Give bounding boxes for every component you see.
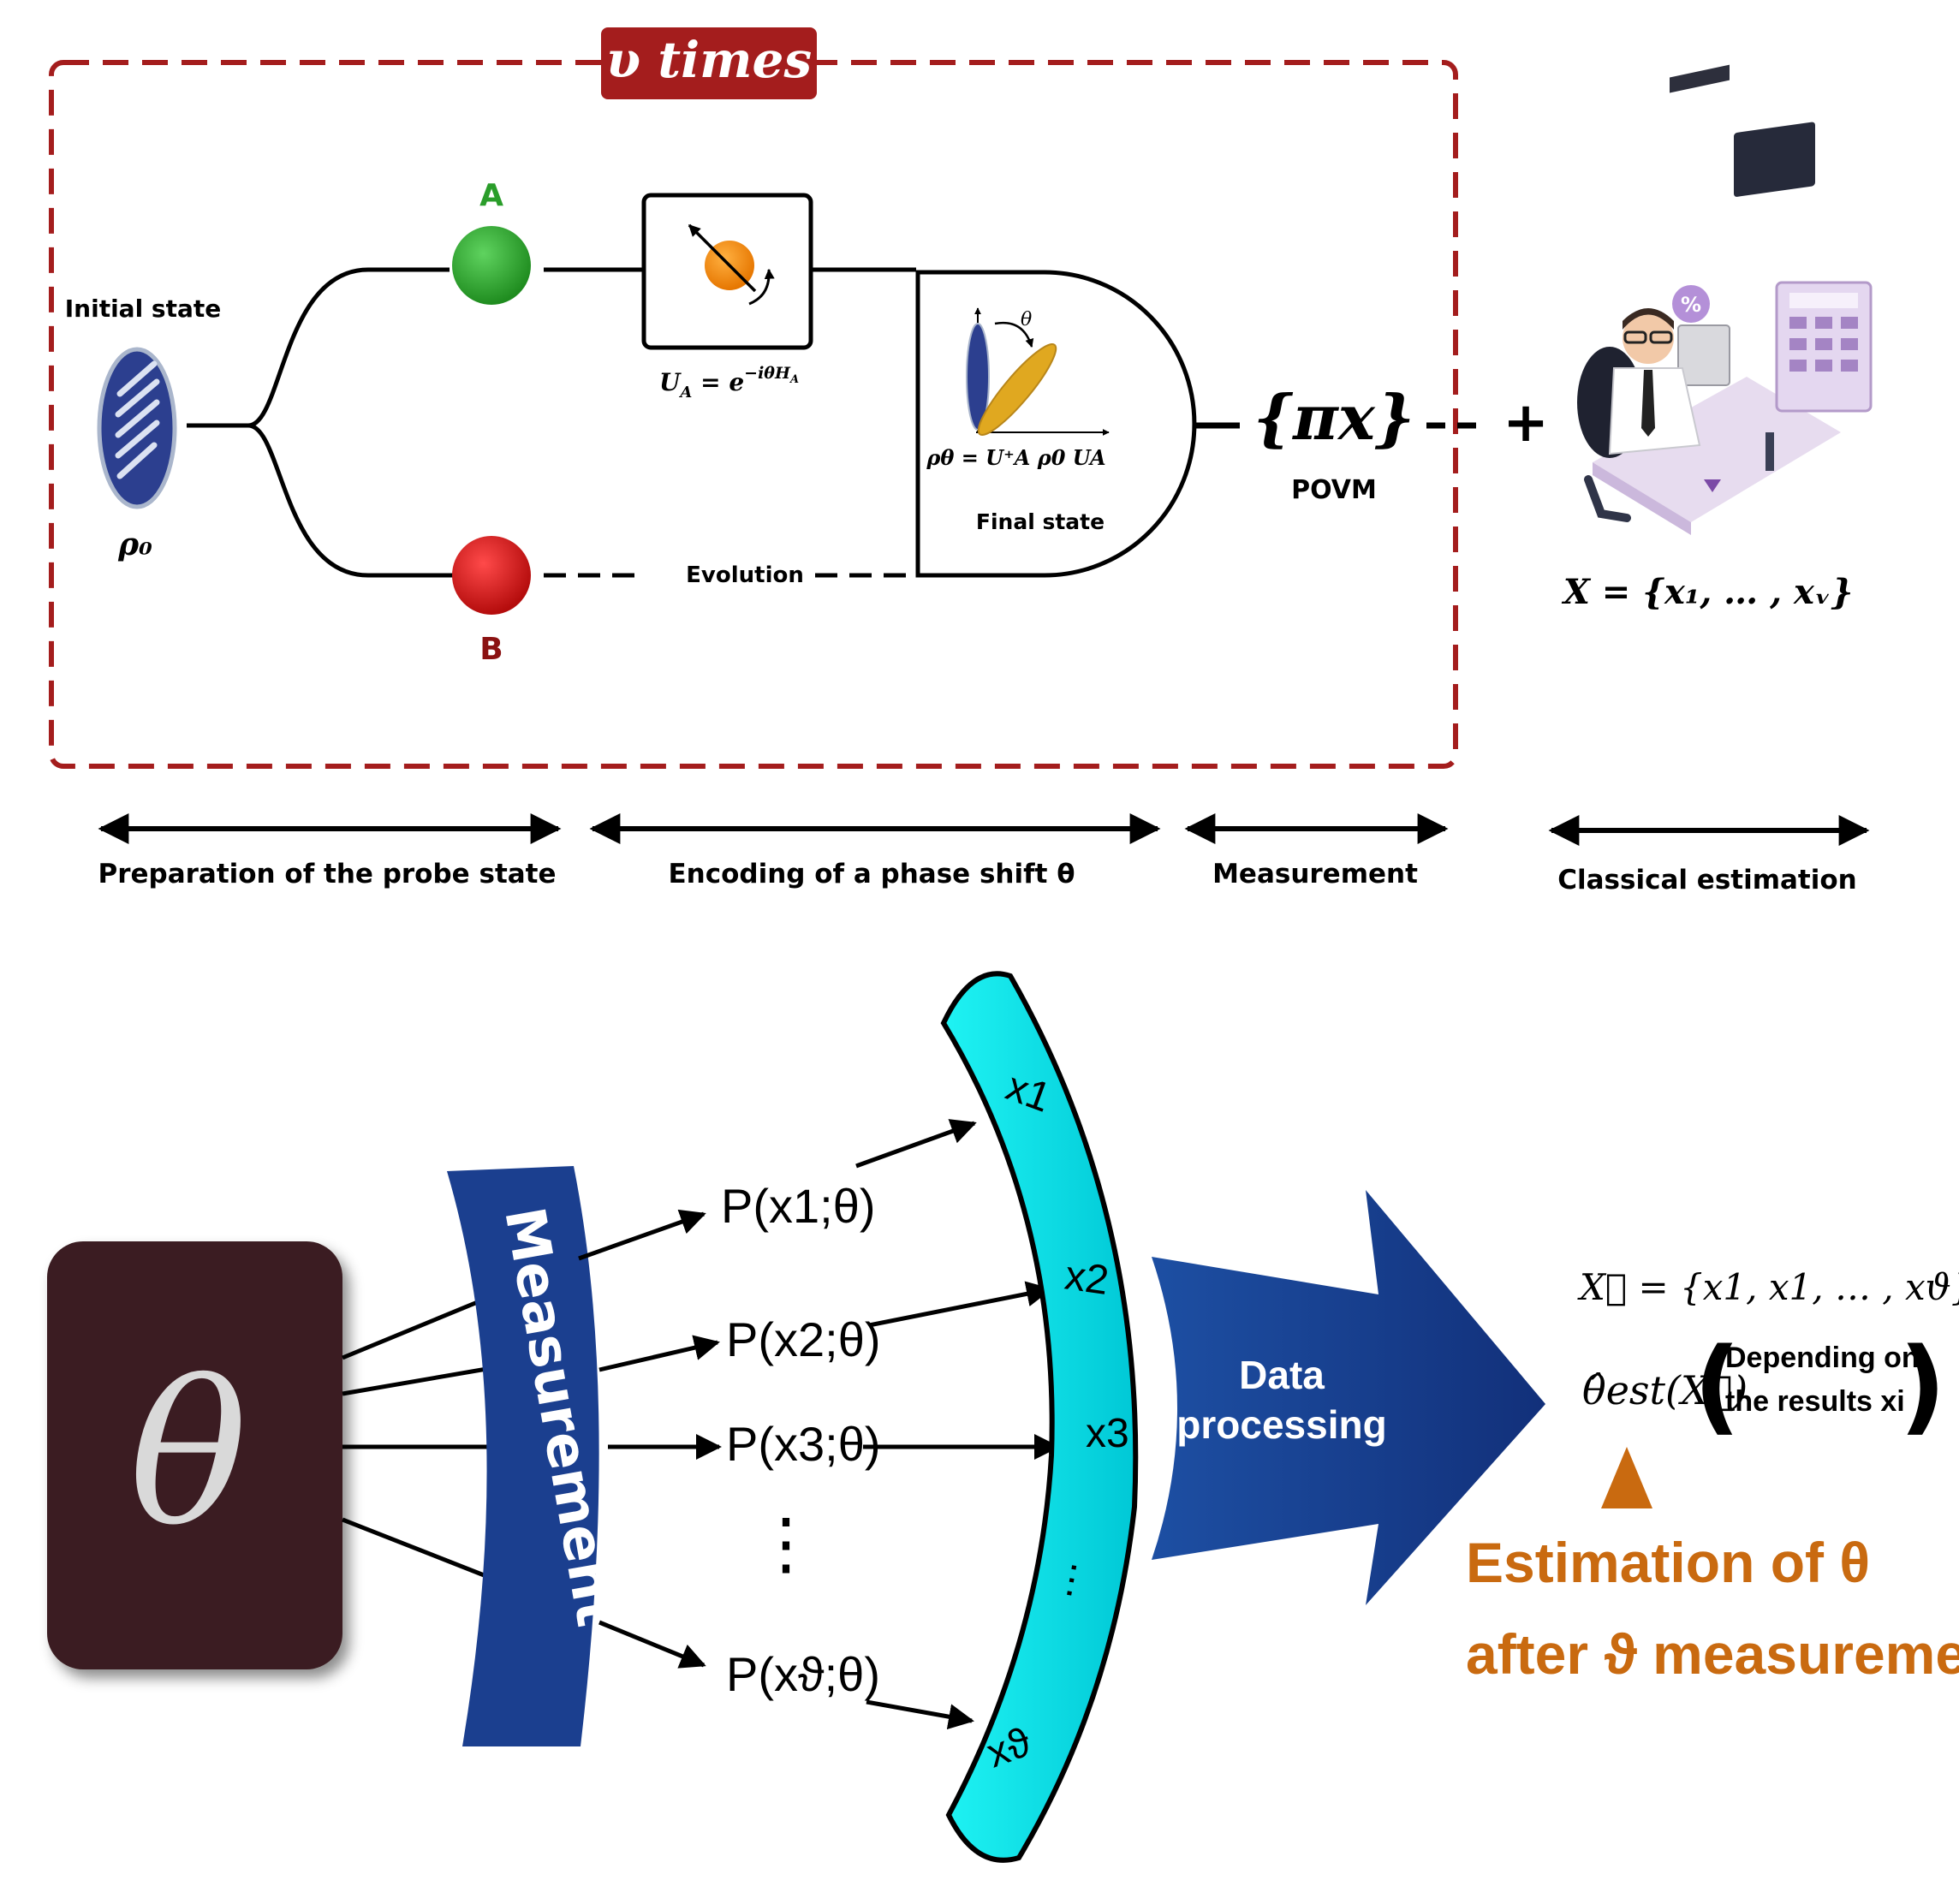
results-vector: X⃗ = {x1, x1, … , xϑ} bbox=[1577, 1266, 1959, 1308]
rotated-state-ellipse bbox=[977, 343, 1057, 436]
stage-labels: Preparation of the probe state Encoding … bbox=[98, 859, 1856, 895]
povm-symbol: {πx} bbox=[1253, 381, 1414, 454]
loop-frame: υ times bbox=[49, 27, 1458, 769]
svg-text:%: % bbox=[1681, 293, 1701, 317]
probe-ellipse bbox=[97, 347, 177, 509]
estimation-line2: after ϑ measurement bbox=[1466, 1622, 1959, 1686]
loop-label: υ times bbox=[606, 31, 812, 89]
final-state-label: Final state bbox=[976, 509, 1105, 534]
bracket-right: ) bbox=[1899, 1327, 1946, 1446]
rho0-label: ρ₀ bbox=[117, 527, 152, 562]
plus-sign: + bbox=[1503, 391, 1549, 455]
stage-measurement: Measurement bbox=[1212, 859, 1418, 890]
final-state-formula: ρθ = U⁺A ρ0 UA bbox=[926, 445, 1105, 470]
qubit-a-label: A bbox=[479, 178, 503, 213]
measurement-band: Measurement bbox=[447, 1166, 628, 1746]
prob-theta: P(xϑ;θ) bbox=[726, 1647, 880, 1701]
data-processing-line2: processing bbox=[1176, 1402, 1386, 1447]
prob-3: P(x3;θ) bbox=[726, 1417, 881, 1471]
outcome-3: x3 bbox=[1086, 1411, 1129, 1456]
qubit-b: B bbox=[452, 536, 531, 667]
qubit-a: A bbox=[452, 178, 531, 305]
stage-arrows bbox=[98, 813, 1870, 846]
theta-rays bbox=[342, 1299, 509, 1582]
povm-label: POVM bbox=[1291, 475, 1377, 505]
theta-box: θ bbox=[47, 1241, 342, 1669]
measurement-device: θ ρθ = U⁺A ρ0 UA Final state bbox=[915, 270, 1197, 578]
outcome-band: x1 x2 x3 … xϑ bbox=[940, 971, 1139, 1863]
evolution-gate: UA = e−iθHA Evolution bbox=[641, 193, 813, 591]
qubit-b-label: B bbox=[479, 632, 503, 667]
prob-2: P(x2;θ) bbox=[726, 1312, 881, 1366]
prob-1: P(x1;θ) bbox=[721, 1179, 876, 1233]
initial-state-label: Initial state bbox=[65, 295, 222, 323]
estimator-section: X⃗ = {x1, x1, … , xϑ} θ̂est(X⃗) ( Depend… bbox=[1466, 1266, 1959, 1686]
probe-state: Initial state ρ₀ bbox=[65, 295, 222, 562]
povm: {πx} POVM bbox=[1253, 381, 1414, 505]
probabilities: P(x1;θ) P(x2;θ) P(x3;θ) ⋮ P(xϑ;θ) bbox=[721, 1179, 881, 1701]
theta-box-symbol: θ bbox=[129, 1341, 247, 1569]
unitary-formula: UA = e−iθHA bbox=[659, 364, 799, 402]
circuit-wires bbox=[187, 267, 1481, 578]
stage-classical: Classical estimation bbox=[1557, 865, 1857, 895]
bracket-left: ( bbox=[1694, 1327, 1741, 1446]
depending-line2: the results xi bbox=[1725, 1385, 1905, 1418]
depending-line1: Depending on bbox=[1725, 1342, 1920, 1374]
loop-label-box bbox=[601, 27, 817, 99]
outcome-arrows bbox=[855, 1119, 1060, 1730]
outcome-2: x2 bbox=[1062, 1252, 1111, 1304]
estimator-symbol: θ̂est(X⃗) bbox=[1582, 1367, 1748, 1413]
theta-angle-label: θ bbox=[1021, 309, 1032, 330]
outcome-dots: … bbox=[1035, 1554, 1087, 1602]
pointer-triangle bbox=[1601, 1447, 1652, 1508]
estimation-line1: Estimation of θ bbox=[1466, 1531, 1870, 1594]
stage-preparation: Preparation of the probe state bbox=[98, 859, 556, 890]
data-processing-line1: Data bbox=[1239, 1353, 1325, 1397]
prob-dots: ⋮ bbox=[752, 1505, 820, 1581]
stage-encoding: Encoding of a phase shift θ bbox=[668, 859, 1075, 890]
data-processing-arrow: Data processing bbox=[1152, 1190, 1545, 1605]
results-formula: X = {x₁, … , xᵥ} bbox=[1561, 572, 1853, 612]
prob-arrows bbox=[578, 1209, 722, 1669]
probe-stripes bbox=[115, 360, 160, 479]
classical-estimation-illustration: % bbox=[1577, 64, 1873, 535]
evolution-label: Evolution bbox=[686, 562, 804, 588]
